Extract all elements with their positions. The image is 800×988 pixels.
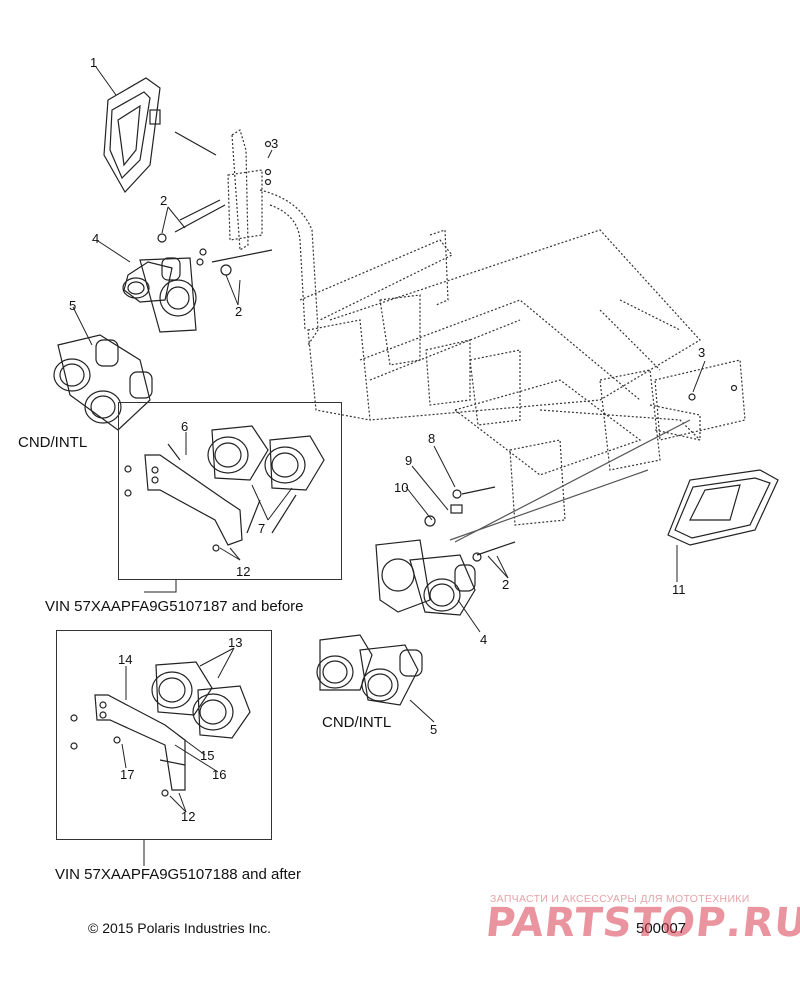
callout-2: 2 xyxy=(160,193,168,208)
callout-3: 3 xyxy=(271,136,279,151)
callout-9: 9 xyxy=(405,453,413,468)
variant-box-before xyxy=(118,402,342,580)
callout-7: 7 xyxy=(258,521,266,536)
headlamps-part7 xyxy=(207,425,325,534)
callout-5: 5 xyxy=(69,298,77,313)
callout-13: 13 xyxy=(228,635,243,650)
vin-before-label: VIN 57XAAPFA9G5107187 and before xyxy=(45,598,304,615)
callout-4: 4 xyxy=(92,231,100,246)
bezel-right-part11 xyxy=(667,469,779,546)
variant-box-after xyxy=(56,630,272,840)
watermark-logo: PARTSТОР.RU xyxy=(483,900,800,946)
copyright-text: © 2015 Polaris Industries Inc. xyxy=(88,920,272,936)
callout-17: 17 xyxy=(120,767,135,782)
callout-2: 2 xyxy=(235,304,243,319)
headlight-twin-left-part5 xyxy=(53,334,153,431)
callout-6: 6 xyxy=(181,419,189,434)
headlight-twin-lower-part5 xyxy=(316,634,423,706)
bracket-part14 xyxy=(94,694,186,791)
callout-14: 14 xyxy=(118,652,133,667)
callout-15: 15 xyxy=(200,748,215,763)
headlight-upper-part4 xyxy=(122,257,197,333)
cnd-intl-label-left: CND/INTL xyxy=(18,434,88,451)
bracket-part6 xyxy=(144,443,243,546)
callout-2: 2 xyxy=(502,577,510,592)
hardware-fasteners xyxy=(70,131,738,797)
callout-3: 3 xyxy=(698,345,706,360)
diagram-number: 500007 xyxy=(636,920,687,937)
callout-16: 16 xyxy=(212,767,227,782)
headlight-lower-part4 xyxy=(375,539,476,616)
vin-after-label: VIN 57XAAPFA9G5107188 and after xyxy=(55,866,301,883)
callout-10: 10 xyxy=(394,480,409,495)
watermark-tagline: ЗАПЧАСТИ И АКСЕССУАРЫ ДЛЯ МОТОТЕХНИКИ xyxy=(490,893,750,905)
callout-4: 4 xyxy=(480,632,488,647)
callout-8: 8 xyxy=(428,431,436,446)
callout-5: 5 xyxy=(430,722,438,737)
leader-lines xyxy=(72,66,706,866)
headlamps-part13 xyxy=(151,661,251,739)
callout-12: 12 xyxy=(181,809,196,824)
callout-11: 11 xyxy=(672,582,686,597)
callout-12: 12 xyxy=(236,564,251,579)
callout-1: 1 xyxy=(90,55,98,70)
bezel-left-part1 xyxy=(103,77,161,194)
frame-assembly xyxy=(227,129,746,526)
cnd-intl-label-right: CND/INTL xyxy=(322,714,392,731)
